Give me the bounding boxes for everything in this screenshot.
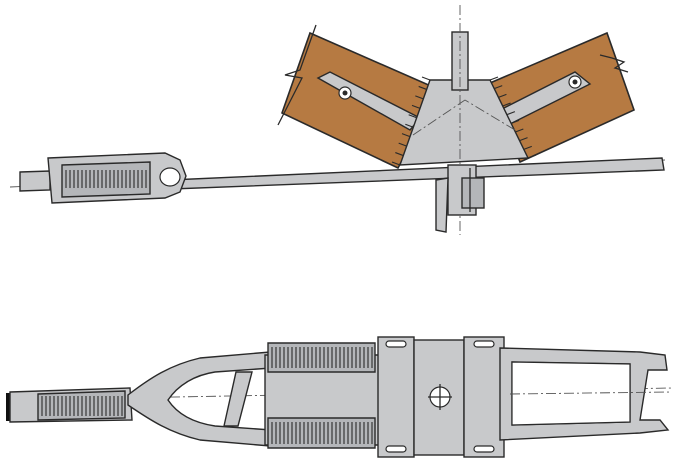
slot-bottom-left	[385, 445, 407, 453]
slot-top-left	[385, 340, 407, 348]
saddle-tooth	[515, 128, 524, 133]
saddle-tooth	[421, 76, 431, 81]
saddle-axis-left	[412, 99, 466, 136]
turnbuckle-sleeve	[19, 170, 51, 192]
clamp-plate-right	[463, 336, 505, 458]
right-yoke-axis	[509, 391, 671, 395]
turnbuckle-eye	[159, 167, 181, 187]
plan-rod-end	[6, 393, 12, 421]
left-break-mark	[277, 24, 317, 126]
turnbuckle-threads	[65, 170, 147, 188]
saddle-tooth	[405, 123, 414, 128]
saddle-tooth	[395, 152, 404, 157]
saddle-tooth	[391, 161, 401, 166]
saddle-tooth	[411, 104, 421, 109]
saddle-tooth	[519, 137, 528, 142]
slot-bottom-right	[473, 445, 495, 453]
lower-thread-marks	[271, 422, 373, 444]
saddle-tooth	[418, 85, 427, 90]
saddle-tooth	[494, 85, 503, 90]
saddle-tooth	[523, 145, 532, 150]
side-view	[9, 5, 666, 235]
saddle-tooth	[401, 133, 411, 138]
saddle-tooth	[415, 95, 424, 100]
left-bolt-center	[342, 90, 348, 96]
saddle-tooth	[510, 119, 520, 124]
slot-top-right	[473, 340, 495, 348]
plan-turnbuckle	[6, 387, 133, 423]
saddle-axis-right	[464, 99, 516, 131]
saddle-tooth	[502, 102, 511, 107]
saddle-tooth	[489, 76, 499, 81]
plan-turnbuckle-threads	[41, 396, 123, 416]
saddle-teeth	[391, 76, 537, 166]
saddle-tooth	[408, 114, 417, 119]
right-break-mark	[599, 54, 629, 73]
saddle-tooth	[398, 142, 407, 147]
fork-cross-brace	[223, 371, 253, 427]
saddle-tooth	[527, 154, 537, 159]
lower-nut	[461, 177, 485, 209]
turnbuckle	[19, 152, 187, 204]
clamp-plate-left	[377, 336, 415, 458]
right-bolt-center	[572, 79, 578, 85]
saddle-tooth	[498, 93, 507, 98]
plan-view	[6, 336, 673, 458]
saddle-tooth	[506, 111, 516, 116]
lower-wedge	[435, 177, 449, 233]
fork-yoke	[127, 351, 273, 447]
upper-thread-marks	[271, 347, 373, 368]
